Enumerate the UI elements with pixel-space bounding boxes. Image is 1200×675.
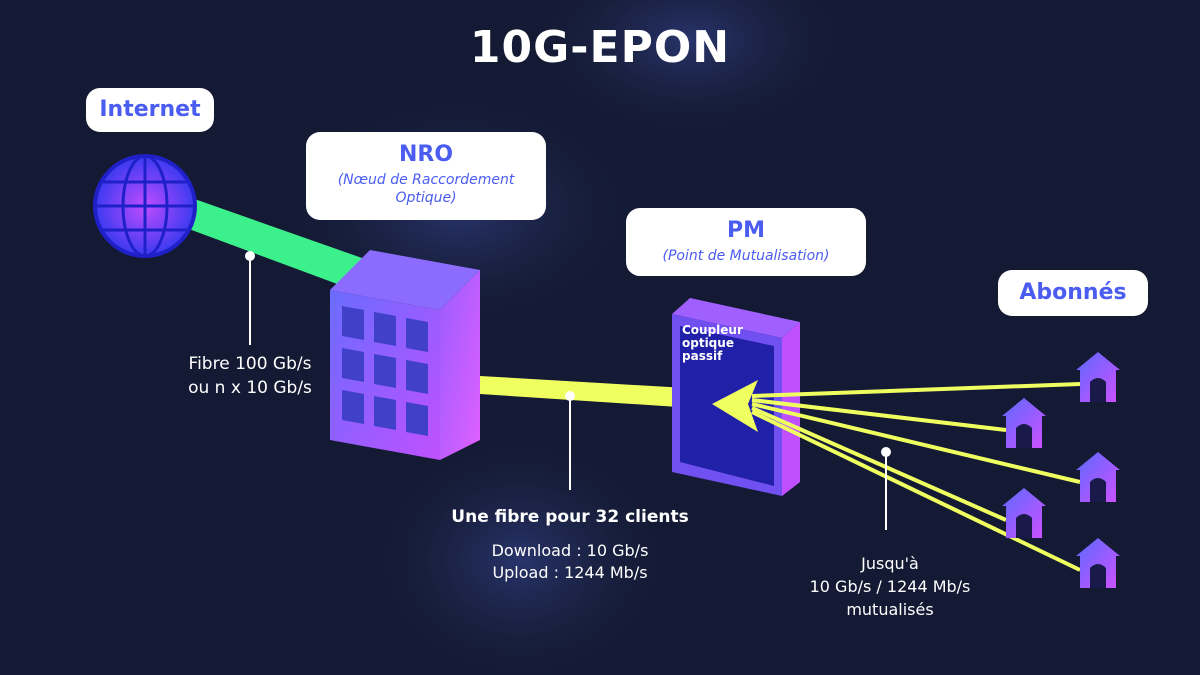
pm-title: PM [726, 218, 766, 243]
diagram-title: 10G-EPON [469, 22, 731, 73]
feeder-caption: Une fibre pour 32 clients Download : 10 … [380, 506, 760, 584]
pm-label: PM (Point de Mutualisation) [626, 208, 866, 276]
feeder-marker [565, 391, 575, 401]
globe-icon [93, 154, 197, 258]
feeder-title: Une fibre pour 32 clients [451, 507, 689, 527]
feeder-download: Download : 10 Gb/s [491, 541, 649, 560]
nro-title: NRO [398, 142, 454, 167]
house-icon [1002, 488, 1046, 538]
nro-label: NRO (Nœud de Raccordement Optique) [306, 132, 546, 220]
drop-caption: Jusqu'à 10 Gb/s / 1244 Mb/s mutualisés [809, 554, 971, 619]
internet-label-text: Internet [99, 97, 201, 122]
nro-building-icon [330, 250, 480, 460]
house-icon [1076, 538, 1120, 588]
house-icon [1076, 452, 1120, 502]
internet-label: Internet [86, 88, 214, 132]
pm-subtitle: (Point de Mutualisation) [662, 248, 830, 264]
splitter-arrow [712, 380, 758, 432]
subscribers-label-text: Abonnés [1019, 280, 1127, 305]
drop-fibers [751, 382, 1081, 572]
drop-marker [881, 447, 891, 457]
backbone-marker [245, 251, 255, 261]
feeder-upload: Upload : 1244 Mb/s [492, 563, 648, 582]
coupler-label: Coupleur optique passif [682, 323, 743, 363]
backbone-caption: Fibre 100 Gb/s ou n x 10 Gb/s [188, 354, 312, 398]
house-icon [1076, 352, 1120, 402]
nro-subtitle: (Nœud de Raccordement Optique) [337, 172, 515, 206]
house-icon [1002, 398, 1046, 448]
backbone-fiber [170, 196, 362, 288]
subscribers-label: Abonnés [998, 270, 1148, 316]
